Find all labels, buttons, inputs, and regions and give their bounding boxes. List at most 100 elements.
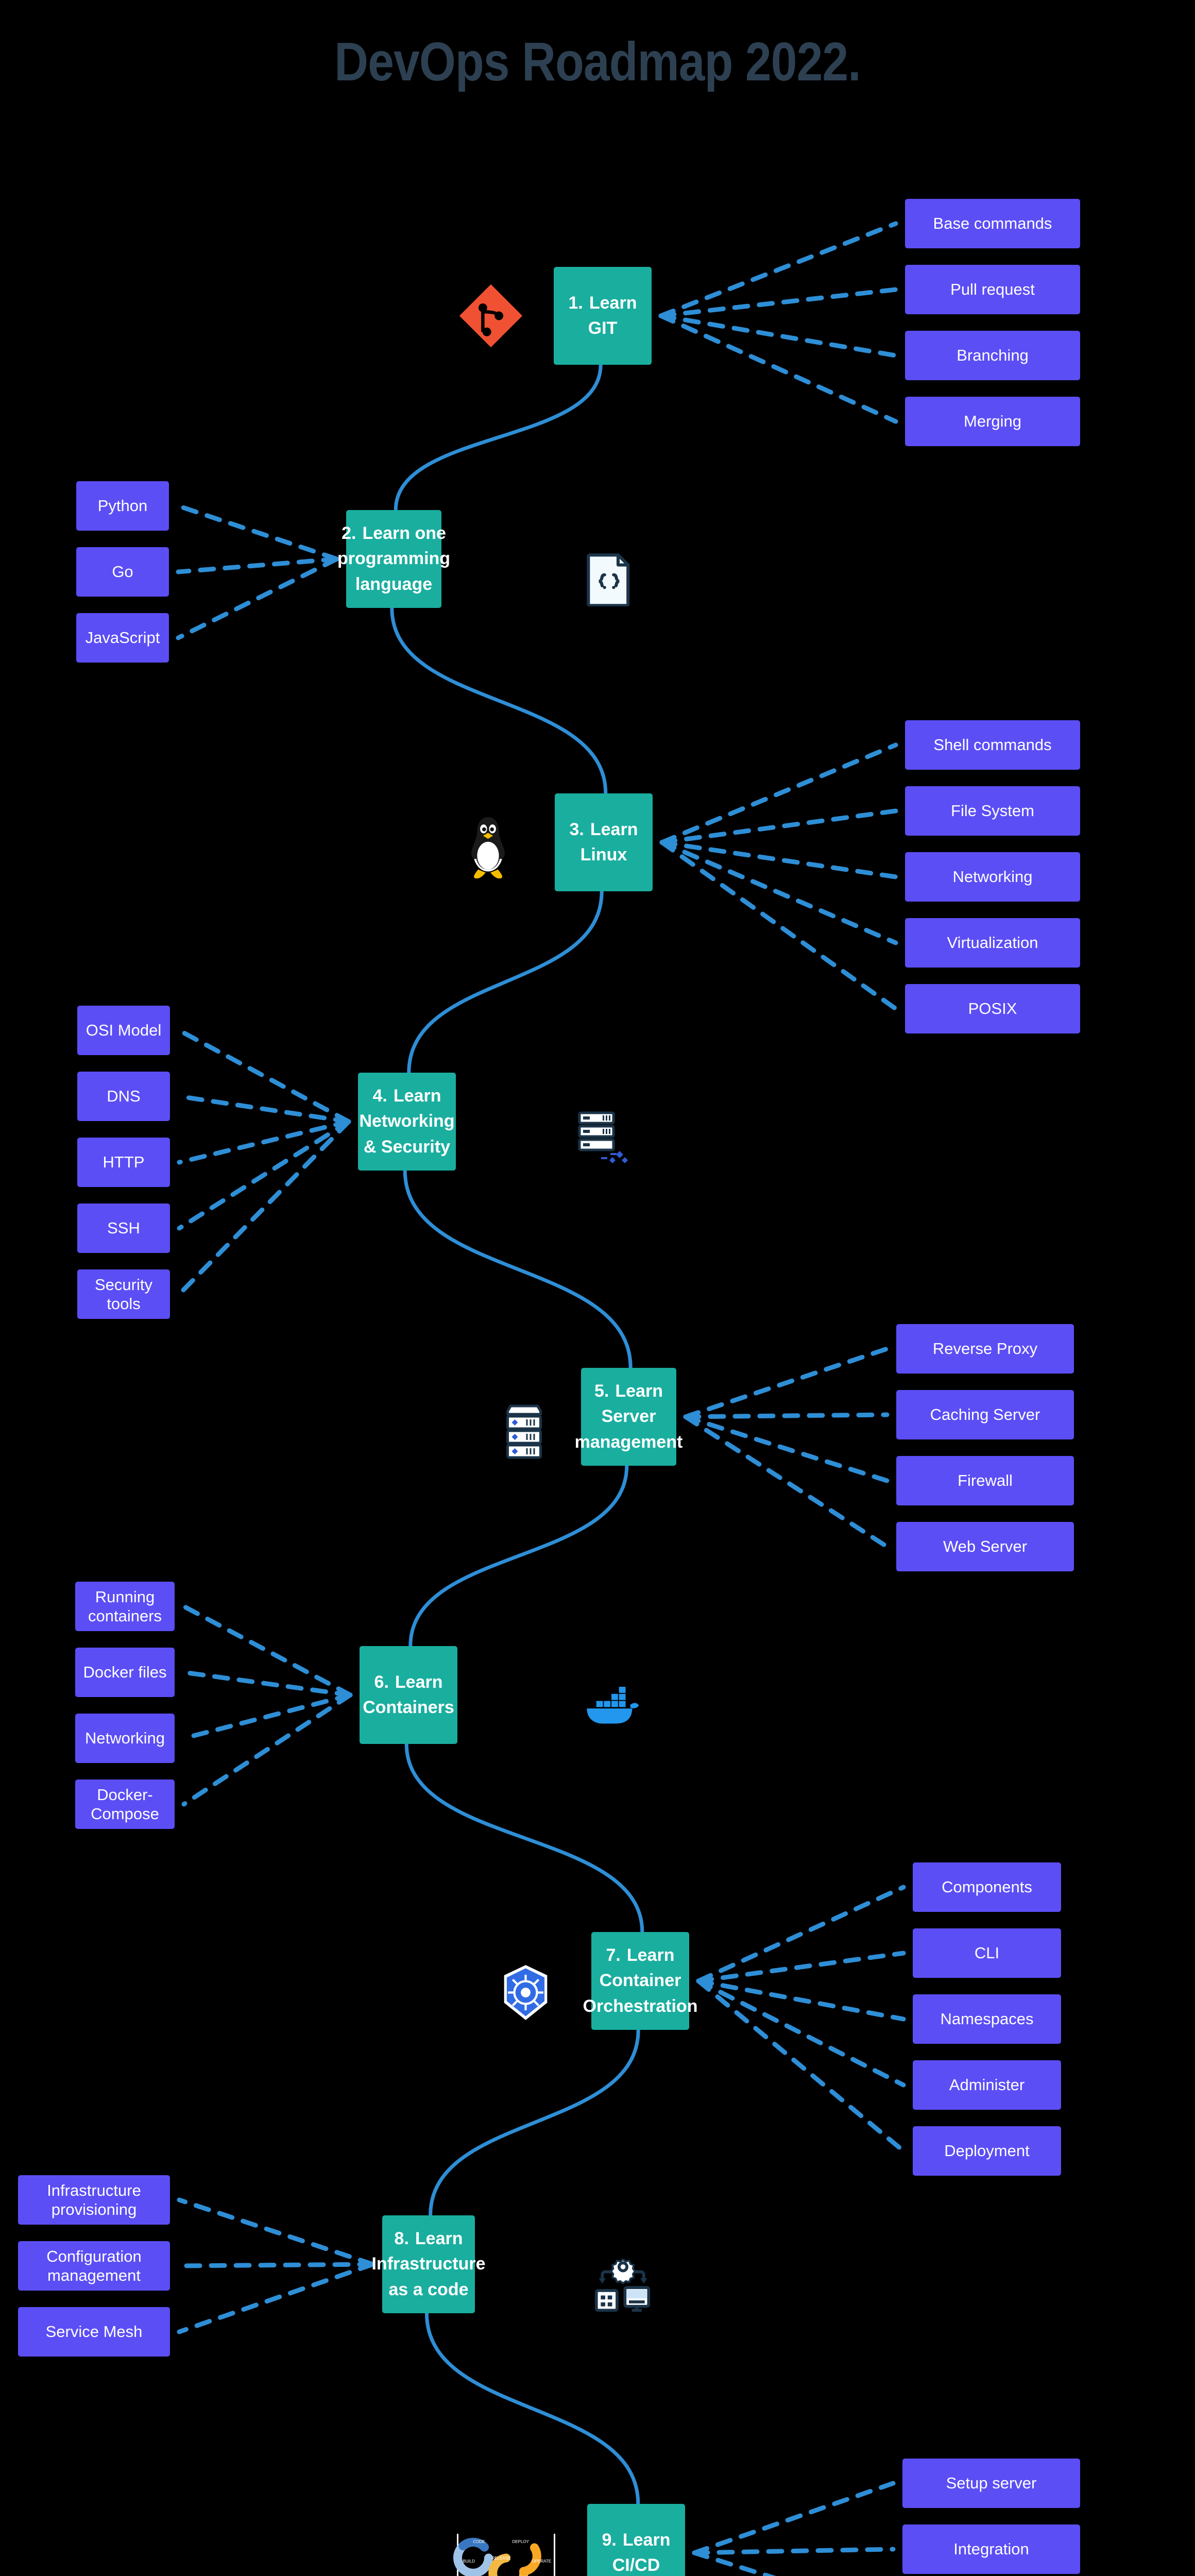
leaf-label: Reverse Proxy	[932, 1340, 1038, 1358]
roadmap-leaf-node[interactable]: Go	[76, 547, 169, 597]
roadmap-leaf-node[interactable]: HTTP	[77, 1138, 170, 1187]
svg-text:CODE: CODE	[473, 2539, 485, 2544]
step-number: 5.	[594, 1381, 609, 1401]
roadmap-leaf-node[interactable]: Docker-Compose	[75, 1780, 175, 1829]
step-title: Learn Networking & Security	[359, 1086, 455, 1157]
roadmap-step-node[interactable]: 6.Learn Containers	[360, 1646, 457, 1744]
step-title: Learn Infrastructure as a code	[371, 2229, 486, 2299]
roadmap-leaf-node[interactable]: Networking	[75, 1714, 175, 1763]
page-title: DevOps Roadmap 2022.	[334, 31, 861, 92]
leaf-label: Components	[942, 1878, 1032, 1896]
roadmap-leaf-node[interactable]: POSIX	[905, 984, 1080, 1033]
docker-whale-icon	[583, 1675, 640, 1732]
roadmap-leaf-node[interactable]: Pull request	[905, 265, 1080, 314]
roadmap-leaf-node[interactable]: Service Mesh	[18, 2307, 170, 2357]
roadmap-leaf-node[interactable]: Infrastructure provisioning	[18, 2175, 170, 2225]
roadmap-step-node[interactable]: 7.Learn Container Orchestration	[583, 1932, 697, 2030]
roadmap-step-node[interactable]: 1.Learn GIT	[554, 267, 652, 365]
roadmap-leaf-node[interactable]: Base commands	[905, 199, 1080, 248]
kubernetes-helm-icon	[496, 1963, 555, 2022]
roadmap-leaf-node[interactable]: DNS	[77, 1072, 170, 1121]
roadmap-leaf-node[interactable]: Deployment	[913, 2126, 1061, 2176]
leaf-label: Python	[97, 497, 148, 515]
code-file-icon	[582, 552, 636, 606]
roadmap-leaf-node[interactable]: Shell commands	[905, 720, 1080, 770]
step-title: Learn Container Orchestration	[583, 1945, 698, 2016]
roadmap-leaf-node[interactable]: Namespaces	[913, 1994, 1061, 2044]
step-number: 1.	[568, 293, 583, 313]
roadmap-leaf-node[interactable]: Reverse Proxy	[896, 1324, 1074, 1374]
roadmap-leaf-node[interactable]: File System	[905, 786, 1080, 836]
roadmap-step-node[interactable]: 9.Learn CI/CD	[587, 2504, 685, 2576]
roadmap-leaf-node[interactable]: Firewall	[896, 1456, 1074, 1505]
roadmap-leaf-node[interactable]: SSH	[77, 1204, 170, 1253]
leaf-label: Virtualization	[947, 934, 1038, 952]
roadmap-leaf-node[interactable]: Docker files	[75, 1648, 175, 1697]
roadmap-leaf-node[interactable]: JavaScript	[76, 613, 169, 663]
leaf-label: Integration	[953, 2540, 1029, 2558]
step-title: Learn Containers	[363, 1672, 454, 1717]
leaf-label: Deployment	[944, 2142, 1030, 2160]
leaf-label: Administer	[949, 2076, 1025, 2094]
roadmap-leaf-node[interactable]: Caching Server	[896, 1390, 1074, 1439]
leaf-label: Networking	[952, 868, 1033, 886]
svg-text:RELEASE: RELEASE	[492, 2556, 511, 2561]
leaf-label: Docker-Compose	[91, 1785, 159, 1823]
roadmap-leaf-node[interactable]: Security tools	[77, 1269, 170, 1319]
roadmap-leaf-node[interactable]: Networking	[905, 852, 1080, 902]
roadmap-leaf-node[interactable]: Branching	[905, 331, 1080, 380]
leaf-label: Docker files	[83, 1663, 167, 1682]
leaf-label: JavaScript	[85, 629, 160, 647]
leaf-label: Branching	[957, 346, 1029, 365]
leaf-label: HTTP	[103, 1153, 145, 1172]
leaf-label: Pull request	[950, 280, 1035, 299]
leaf-label: DNS	[107, 1087, 141, 1106]
roadmap-leaf-node[interactable]: Components	[913, 1862, 1061, 1912]
step-number: 2.	[342, 523, 356, 544]
roadmap-leaf-node[interactable]: Setup server	[902, 2459, 1080, 2508]
roadmap-leaf-node[interactable]: OSI Model	[77, 1006, 170, 1055]
roadmap-step-node[interactable]: 3.Learn Linux	[555, 793, 653, 891]
roadmap-leaf-node[interactable]: Configuration management	[18, 2241, 170, 2291]
roadmap-step-node[interactable]: 2.Learn one programming language	[337, 510, 450, 608]
leaf-label: Configuration management	[46, 2247, 142, 2284]
step-title: Learn CI/CD	[612, 2530, 671, 2575]
svg-text:BUILD: BUILD	[463, 2559, 475, 2564]
leaf-label: File System	[951, 802, 1034, 820]
roadmap-leaf-node[interactable]: CLI	[913, 1928, 1061, 1978]
roadmap-step-node[interactable]: 5.Learn Server management	[575, 1368, 682, 1466]
leaf-label: Shell commands	[933, 736, 1052, 754]
git-icon	[457, 282, 524, 349]
leaf-label: Namespaces	[940, 2010, 1034, 2028]
leaf-label: SSH	[107, 1219, 140, 1238]
leaf-label: Security tools	[95, 1275, 152, 1313]
svg-text:DEPLOY: DEPLOY	[513, 2539, 530, 2544]
server-rack-icon	[497, 1403, 551, 1460]
leaf-label: Caching Server	[930, 1405, 1040, 1424]
roadmap-step-node[interactable]: 4.Learn Networking & Security	[358, 1073, 456, 1171]
leaf-label: Setup server	[946, 2474, 1037, 2493]
leaf-label: Base commands	[933, 214, 1052, 233]
leaf-label: Merging	[964, 412, 1021, 431]
roadmap-leaf-node[interactable]: Administer	[913, 2060, 1061, 2110]
server-network-icon	[574, 1109, 631, 1165]
leaf-label: OSI Model	[86, 1021, 162, 1040]
leaf-label: Web Server	[943, 1537, 1028, 1556]
leaf-label: Service Mesh	[45, 2323, 143, 2341]
step-number: 7.	[606, 1945, 621, 1965]
roadmap-leaf-node[interactable]: Running containers	[75, 1582, 175, 1631]
step-title: Learn GIT	[588, 293, 637, 338]
roadmap-step-node[interactable]: 8.Learn Infrastructure as a code	[371, 2215, 486, 2313]
step-number: 8.	[394, 2229, 409, 2249]
leaf-label: Running containers	[88, 1587, 162, 1625]
roadmap-leaf-node[interactable]: Merging	[905, 397, 1080, 446]
step-title: Learn Server management	[574, 1381, 683, 1452]
roadmap-leaf-node[interactable]: Web Server	[896, 1522, 1074, 1571]
step-number: 3.	[569, 819, 584, 839]
step-number: 9.	[602, 2530, 617, 2550]
roadmap-leaf-node[interactable]: Integration	[902, 2524, 1080, 2574]
roadmap-leaf-node[interactable]: Virtualization	[905, 918, 1080, 968]
roadmap-leaf-node[interactable]: Python	[76, 481, 169, 531]
